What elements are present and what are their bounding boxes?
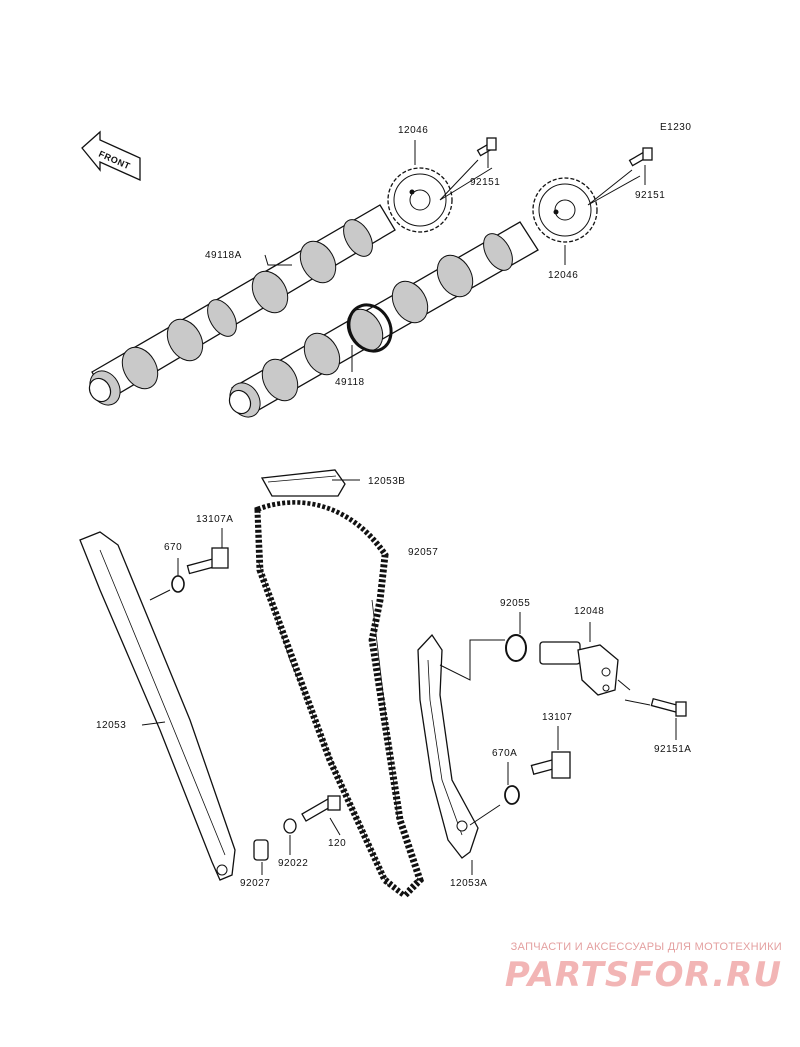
bolt-13107a[interactable] xyxy=(186,547,229,575)
label-92151-right[interactable]: 92151 xyxy=(635,190,665,201)
label-12046-upper[interactable]: 12046 xyxy=(398,125,428,136)
watermark-logo: PARTSFOR.RU xyxy=(504,955,782,995)
watermark-caption: ЗАПЧАСТИ И АКСЕССУАРЫ ДЛЯ МОТОТЕХНИКИ xyxy=(510,941,782,953)
bolt-92151-right[interactable] xyxy=(628,147,653,167)
washer-92022[interactable] xyxy=(283,818,297,834)
chain-guide-12053a[interactable] xyxy=(417,633,479,859)
label-92055[interactable]: 92055 xyxy=(500,598,530,609)
bolt-92151a[interactable] xyxy=(650,697,687,717)
label-670[interactable]: 670 xyxy=(164,542,182,553)
bolt-13107[interactable] xyxy=(530,751,571,779)
label-92027[interactable]: 92027 xyxy=(240,878,270,889)
bolt-92151-upper[interactable] xyxy=(476,137,497,157)
part-labels: 12046 92151 49118A 92151 12046 49118 120… xyxy=(96,125,691,889)
bolt-120[interactable] xyxy=(301,795,341,822)
front-arrow-icon: FRONT xyxy=(81,130,141,182)
label-92022[interactable]: 92022 xyxy=(278,858,308,869)
label-12046-right[interactable]: 12046 xyxy=(548,270,578,281)
label-13107[interactable]: 13107 xyxy=(542,712,572,723)
label-49118[interactable]: 49118 xyxy=(335,377,365,388)
label-12053[interactable]: 12053 xyxy=(96,720,126,731)
chain-guide-12053b[interactable] xyxy=(260,469,346,497)
leader-lines xyxy=(141,140,677,875)
chain-tensioner-12048[interactable] xyxy=(539,641,619,696)
oring-92055[interactable] xyxy=(505,634,527,662)
label-12053b[interactable]: 12053B xyxy=(368,476,405,487)
label-49118a[interactable]: 49118A xyxy=(205,250,242,261)
label-92151-upper[interactable]: 92151 xyxy=(470,177,500,188)
cam-sprocket-right[interactable] xyxy=(532,177,598,243)
label-92057[interactable]: 92057 xyxy=(408,547,438,558)
label-12053a[interactable]: 12053A xyxy=(450,878,487,889)
label-120[interactable]: 120 xyxy=(328,838,346,849)
diagram-code: E1230 xyxy=(660,122,691,133)
oring-670a[interactable] xyxy=(504,785,520,805)
label-12048[interactable]: 12048 xyxy=(574,606,604,617)
cam-chain-92057[interactable] xyxy=(254,500,425,900)
oring-670[interactable] xyxy=(171,575,185,593)
camshaft-49118[interactable] xyxy=(224,221,539,423)
chain-guide-12053[interactable] xyxy=(79,531,236,881)
cam-sprocket-upper[interactable] xyxy=(387,167,453,233)
camshaft-49118a[interactable] xyxy=(84,204,396,411)
label-670a[interactable]: 670A xyxy=(492,748,517,759)
label-13107a[interactable]: 13107A xyxy=(196,514,233,525)
label-92151a[interactable]: 92151A xyxy=(654,744,691,755)
watermark: ЗАПЧАСТИ И АКСЕССУАРЫ ДЛЯ МОТОТЕХНИКИ PA… xyxy=(505,941,782,995)
collar-92027[interactable] xyxy=(253,839,269,861)
